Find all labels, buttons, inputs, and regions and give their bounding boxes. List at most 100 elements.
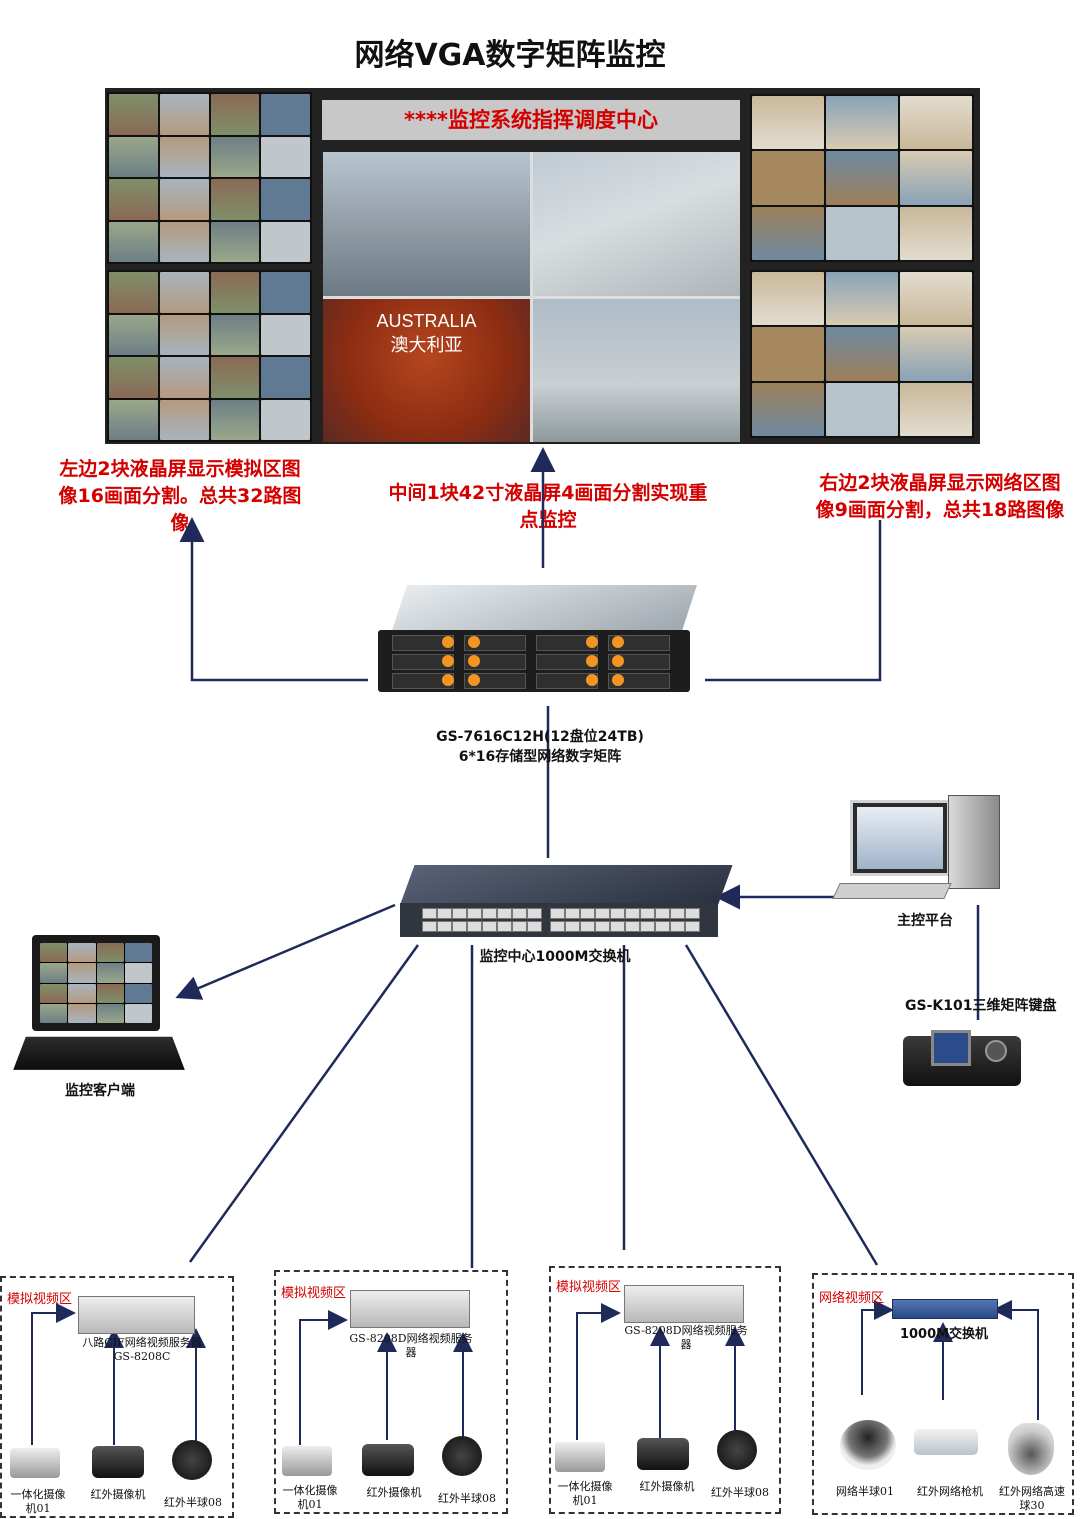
network-port <box>595 908 610 919</box>
network-port <box>685 921 700 932</box>
video-thumbnail <box>159 179 209 220</box>
video-thumbnail <box>900 327 972 381</box>
drive-latch-icon <box>468 655 480 667</box>
link-switch-laptop <box>175 903 396 1000</box>
video-pane-4 <box>533 298 740 442</box>
network-port <box>610 921 625 932</box>
tower-icon <box>948 795 1000 889</box>
caption-right-line: 右边2块液晶屏显示网络区图 <box>819 472 1061 494</box>
video-thumbnail <box>752 382 824 436</box>
storage-matrix-device <box>378 585 697 705</box>
video-thumbnail <box>752 151 824 205</box>
video-thumbnail <box>826 206 898 260</box>
network-port <box>640 921 655 932</box>
video-thumbnail <box>826 96 898 150</box>
video-thumbnail <box>752 327 824 381</box>
video-thumbnail <box>159 221 209 262</box>
drive-latch-icon <box>612 655 624 667</box>
switch-chassis-top <box>400 865 733 905</box>
network-port <box>422 908 437 919</box>
drive-latch-icon <box>612 636 624 648</box>
network-port <box>550 921 565 932</box>
laptop-keyboard-icon <box>13 1036 185 1070</box>
drive-latch-icon <box>586 674 598 686</box>
video-thumbnail <box>68 983 96 1003</box>
video-thumbnail <box>826 382 898 436</box>
video-thumbnail <box>96 983 124 1003</box>
left-screen-top <box>107 92 312 264</box>
network-switch-label: 1000M交换机 <box>899 1327 989 1342</box>
network-port <box>625 908 640 919</box>
video-thumbnail <box>124 1003 152 1023</box>
video-thumbnail <box>68 963 96 983</box>
caption-left-line: 像16画面分割。总共32路图 <box>58 485 302 507</box>
link-zone-4 <box>684 944 879 1266</box>
network-port <box>482 921 497 932</box>
video-thumbnail <box>900 382 972 436</box>
video-thumbnail <box>261 272 310 313</box>
switch-label: 监控中心1000M交换机 <box>479 949 631 965</box>
video-server-device <box>350 1290 470 1328</box>
network-port <box>497 908 512 919</box>
video-thumbnail <box>900 96 972 150</box>
video-thumbnail <box>210 357 260 398</box>
drive-latch-icon <box>442 636 454 648</box>
monitor-icon <box>850 800 950 876</box>
network-dome-icon <box>840 1420 896 1470</box>
zone-label: 模拟视频区 <box>556 1280 622 1295</box>
matrix-keyboard-device <box>903 1026 1021 1086</box>
video-thumbnail <box>68 1003 96 1023</box>
video-thumbnail <box>109 179 158 220</box>
caption-center: 中间1块42寸液晶屏4画面分割实现重 点监控 <box>370 480 726 534</box>
video-thumbnail <box>159 94 209 135</box>
video-thumbnail <box>261 399 310 440</box>
video-thumbnail <box>900 272 972 326</box>
network-port <box>625 921 640 932</box>
caption-center-line: 中间1块42寸液晶屏4画面分割实现重 <box>388 482 708 504</box>
network-port <box>527 908 542 919</box>
ir-camera-icon <box>362 1444 414 1476</box>
network-port <box>437 921 452 932</box>
video-thumbnail <box>109 357 158 398</box>
drive-latch-icon <box>586 636 598 648</box>
video-thumbnail <box>826 327 898 381</box>
right-screen-top <box>750 94 974 262</box>
video-thumbnail <box>159 357 209 398</box>
laptop-screen <box>40 943 152 1023</box>
video-server-device <box>78 1296 195 1334</box>
link-matrix-right <box>705 520 882 682</box>
video-thumbnail <box>109 136 158 177</box>
video-server-label: GS-8208D网络视频服务器 <box>624 1324 748 1351</box>
video-thumbnail <box>826 272 898 326</box>
box-camera-icon <box>10 1448 60 1478</box>
video-thumbnail <box>40 1003 68 1023</box>
center-screen-quad: AUSTRALIA 澳大利亚 <box>323 152 740 442</box>
zone-label: 网络视频区 <box>819 1291 885 1306</box>
ir-camera-icon <box>637 1438 689 1470</box>
network-port <box>512 921 527 932</box>
video-thumbnail <box>900 206 972 260</box>
core-switch-device <box>400 865 733 945</box>
video-thumbnail <box>68 943 96 963</box>
network-port <box>467 921 482 932</box>
network-port <box>512 908 527 919</box>
video-thumbnail <box>261 136 310 177</box>
network-port <box>655 921 670 932</box>
drive-latch-icon <box>468 674 480 686</box>
video-thumbnail <box>210 94 260 135</box>
video-thumbnail <box>210 314 260 355</box>
video-thumbnail <box>40 983 68 1003</box>
video-thumbnail <box>261 314 310 355</box>
caption-right: 右边2块液晶屏显示网络区图 像9画面分割，总共18路图像 <box>800 470 1080 524</box>
video-pane-2 <box>533 152 740 296</box>
video-thumbnail <box>124 963 152 983</box>
video-thumbnail <box>96 963 124 983</box>
video-server-device <box>624 1285 744 1323</box>
zone-label: 模拟视频区 <box>7 1292 73 1307</box>
video-thumbnail <box>210 179 260 220</box>
page-title: 网络VGA数字矩阵监控 <box>354 38 666 73</box>
network-port <box>565 921 580 932</box>
speed-dome-icon <box>1008 1423 1054 1475</box>
matrix-front-panel <box>378 630 690 692</box>
joystick-icon <box>985 1040 1007 1062</box>
